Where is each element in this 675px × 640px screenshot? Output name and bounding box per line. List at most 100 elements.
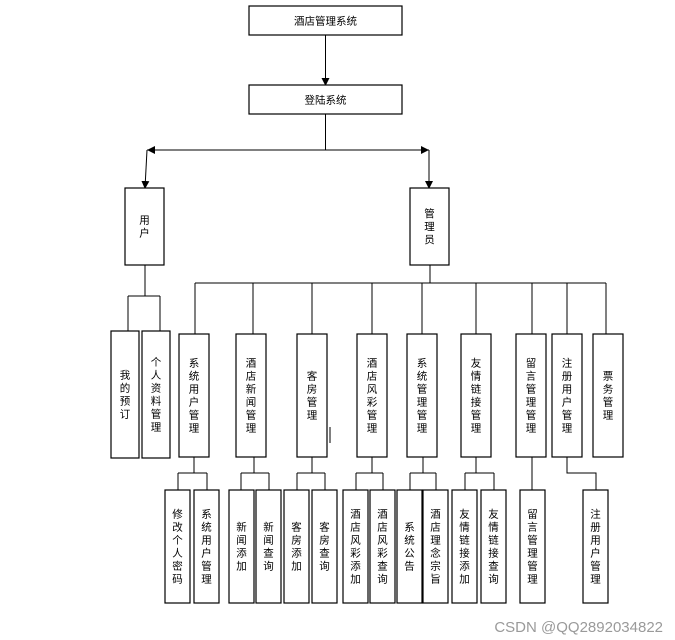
node-box (283, 489, 310, 604)
node-link-add: 友情链接添加 (451, 489, 478, 604)
node-label: 系统公告 (404, 522, 415, 573)
node-boxes: 酒店管理系统登陆系统用户管理员我的预订个人资料管理系统用户管理酒店新闻管理客房管… (110, 5, 624, 604)
node-link-query: 友情链接查询 (480, 489, 507, 604)
node-label: 新闻添加 (236, 521, 247, 573)
node-box (164, 489, 191, 604)
node-style-add: 酒店风彩添加 (342, 489, 369, 604)
node-box (592, 333, 624, 458)
node-box (124, 187, 165, 266)
node-room-add: 客房添加 (283, 489, 310, 604)
node-label: 新闻查询 (263, 521, 274, 573)
node-box (255, 489, 282, 604)
node-box (451, 489, 478, 604)
node-label: 票务管理 (603, 371, 614, 422)
node-ticket-mgmt: 票务管理 (592, 333, 624, 458)
node-sys-user-mgmt: 系统用户管理 (178, 333, 210, 458)
node-label: 友情链接管理 (471, 357, 482, 435)
node-label: 酒店风彩查询 (377, 508, 388, 586)
node-message-admin: 留言管理管理 (519, 489, 546, 604)
connector (464, 457, 495, 490)
node-box (248, 84, 403, 115)
node-friend-link-mgmt: 友情链接管理 (460, 333, 492, 458)
node-label: 客房管理 (307, 370, 318, 422)
node-label: 客房查询 (319, 521, 330, 573)
node-label: 管理员 (424, 207, 435, 246)
node-box (369, 489, 396, 604)
node-box (582, 489, 609, 604)
node-news-add: 新闻添加 (228, 489, 255, 604)
node-login: 登陆系统 (248, 84, 403, 115)
node-root: 酒店管理系统 (248, 5, 403, 36)
node-user: 用户 (124, 187, 165, 266)
node-style-query: 酒店风彩查询 (369, 489, 396, 604)
node-label: 登陆系统 (305, 94, 347, 107)
node-box (409, 187, 450, 266)
node-label: 酒店管理系统 (294, 15, 357, 28)
node-label: 酒店理念宗旨 (430, 508, 441, 586)
node-message-mgmt: 留言管理管理 (515, 333, 547, 458)
node-change-password: 修改个人密码 (164, 489, 191, 604)
node-box (480, 489, 507, 604)
node-admin: 管理员 (409, 187, 450, 266)
node-hotel-style-mgmt: 酒店风彩管理 (356, 333, 388, 458)
node-label: 注册用户管理 (562, 357, 573, 435)
node-hotel-news-mgmt: 酒店新闻管理 (235, 333, 267, 458)
node-label: 系统管理管理 (417, 358, 428, 435)
node-user-profile: 个人资料管理 (141, 330, 171, 459)
node-sys-user-admin: 系统用户管理 (193, 489, 220, 604)
node-user-booking: 我的预订 (110, 330, 140, 459)
connector-lines (127, 35, 607, 490)
node-label: 个人资料管理 (151, 357, 162, 434)
node-box (422, 489, 449, 604)
arrowhead (147, 146, 155, 154)
connector (355, 457, 384, 490)
node-label: 修改个人密码 (172, 508, 183, 586)
node-label: 系统用户管理 (201, 509, 212, 586)
connector (566, 457, 597, 490)
node-sys-notice: 系统公告 (396, 489, 423, 604)
node-reg-user-mgmt: 注册用户管理 (551, 333, 583, 458)
node-box (342, 489, 369, 604)
node-box (460, 333, 492, 458)
node-box (248, 5, 403, 36)
node-hotel-mission: 酒店理念宗旨 (422, 489, 449, 604)
node-box (406, 333, 438, 458)
node-reg-user-admin: 注册用户管理 (582, 489, 609, 604)
node-label: 友情链接添加 (459, 508, 470, 586)
node-label: 酒店风彩添加 (350, 508, 361, 586)
node-room-query: 客房查询 (311, 489, 338, 604)
node-label: 酒店风彩管理 (367, 357, 378, 435)
node-label: 系统用户管理 (189, 358, 200, 435)
node-box (356, 333, 388, 458)
node-label: 留言管理管理 (527, 508, 538, 586)
node-label: 我的预订 (120, 370, 131, 421)
node-label: 注册用户管理 (590, 508, 601, 586)
node-box (228, 489, 255, 604)
connector (177, 457, 208, 490)
node-box (515, 333, 547, 458)
watermark: CSDN @QQ2892034822 (494, 619, 663, 636)
arrowhead (421, 146, 429, 154)
node-box (235, 333, 267, 458)
node-label: 酒店新闻管理 (246, 357, 257, 435)
connector (296, 457, 326, 490)
node-news-query: 新闻查询 (255, 489, 282, 604)
node-room-mgmt: 客房管理 (296, 333, 328, 458)
node-box (519, 489, 546, 604)
node-label: 客房添加 (291, 521, 302, 573)
node-label: 用户 (139, 215, 150, 240)
node-box (396, 489, 423, 604)
node-box (141, 330, 171, 459)
node-box (178, 333, 210, 458)
node-label: 留言管理管理 (526, 357, 537, 435)
node-box (311, 489, 338, 604)
node-box (193, 489, 220, 604)
node-box (551, 333, 583, 458)
connector (240, 457, 270, 490)
node-label: 友情链接查询 (488, 508, 499, 586)
connector (141, 149, 150, 189)
node-box (110, 330, 140, 459)
node-box (296, 333, 328, 458)
connector (409, 457, 437, 490)
node-system-mgmt: 系统管理管理 (406, 333, 438, 458)
